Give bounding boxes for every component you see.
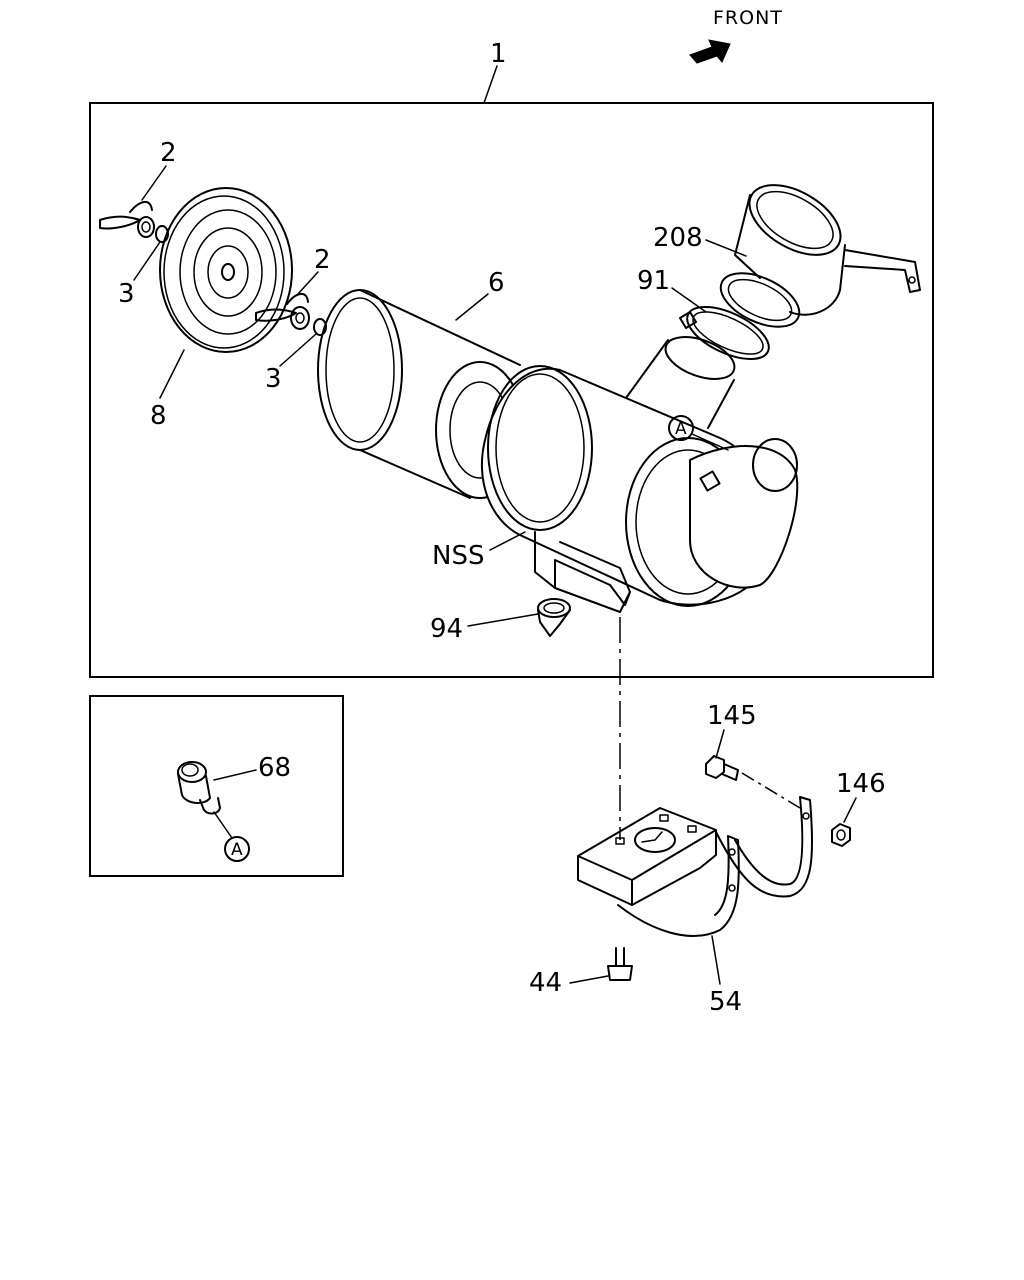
callout-washer-left: 3 [118, 279, 135, 309]
assembly-label: 1 [490, 39, 507, 69]
callout-indicator: 68 [258, 753, 291, 783]
service-indicator [177, 761, 221, 815]
hose-clamp [679, 306, 770, 360]
front-label: FRONT [713, 7, 783, 29]
end-cover [159, 187, 293, 353]
bolt [705, 755, 739, 781]
wing-nut-right [255, 293, 310, 330]
assembly-frame [89, 102, 934, 678]
callouts: 2 3 2 3 8 6 208 91 NSS 94 68 145 146 44 … [118, 138, 886, 1017]
dust-valve [537, 598, 571, 637]
callout-bolt: 145 [707, 701, 757, 731]
wing-nut-left [99, 201, 155, 238]
reference-marker-main: A [668, 415, 729, 451]
front-arrow-icon [689, 39, 731, 64]
outlet-pipe [719, 184, 921, 328]
callout-end-cover: 8 [150, 401, 167, 431]
callout-dust-valve: 94 [430, 614, 463, 644]
callout-nut: 146 [836, 769, 886, 799]
mounting-bracket [577, 796, 814, 937]
callout-bracket: 54 [709, 987, 742, 1017]
washer-right [313, 318, 327, 336]
callout-hose-clamp: 91 [637, 266, 670, 296]
bolt-alignment-line [741, 772, 801, 809]
callout-mount-bolt: 44 [529, 968, 562, 998]
callout-wing-nut-right: 2 [314, 245, 331, 275]
mount-bolt [607, 947, 633, 981]
callout-filter-element: 6 [488, 268, 505, 298]
callout-wing-nut-left: 2 [160, 138, 177, 168]
marker-a-inset: A [231, 840, 243, 860]
indicator-inset-frame [89, 695, 344, 877]
front-indicator: FRONT [689, 7, 783, 64]
nut [831, 823, 851, 847]
marker-a-main: A [675, 419, 687, 439]
air-cleaner-housing [480, 336, 799, 613]
reference-marker-inset: A [213, 811, 250, 862]
callout-washer-right: 3 [265, 364, 282, 394]
callout-housing: NSS [432, 541, 484, 571]
washer-left [155, 225, 169, 243]
callout-outlet-pipe: 208 [653, 223, 703, 253]
